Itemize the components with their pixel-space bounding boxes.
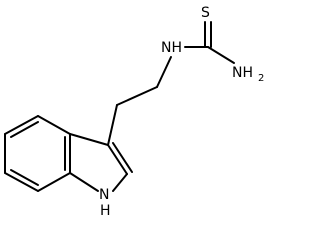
atom-indole-hydrogen: H bbox=[100, 203, 111, 219]
bond-c4-c5-inner bbox=[10, 121, 39, 138]
bond-nh-ch2 bbox=[156, 56, 172, 88]
atom-amide-nitrogen: NH bbox=[161, 40, 182, 56]
bond-c2-n1 bbox=[112, 173, 128, 192]
chemical-structure-diagram: S NH NH 2 N H bbox=[4, 5, 264, 219]
bond-n1-c7a bbox=[69, 172, 99, 192]
bond-ch2-indole bbox=[107, 104, 118, 146]
bond-c-nh2 bbox=[207, 46, 235, 64]
atom-sulfur: S bbox=[201, 5, 210, 21]
bond-c6-c7-inner bbox=[10, 169, 39, 186]
bond-c3-c2-double-a bbox=[107, 144, 128, 175]
bond-c3-c3a bbox=[69, 133, 109, 146]
bond-c3-c2-double-b bbox=[112, 142, 133, 173]
atom-amine-subscript: 2 bbox=[258, 73, 264, 84]
bond-c3a-c4 bbox=[37, 115, 71, 135]
atom-amine-nitrogen: NH bbox=[232, 65, 253, 81]
atom-indole-nitrogen: N bbox=[99, 187, 109, 203]
bond-c4-c5 bbox=[4, 115, 39, 135]
bond-c6-c7 bbox=[4, 172, 39, 192]
bond-c7-c7a bbox=[37, 172, 71, 192]
bond-ch2-ch2 bbox=[116, 86, 158, 106]
